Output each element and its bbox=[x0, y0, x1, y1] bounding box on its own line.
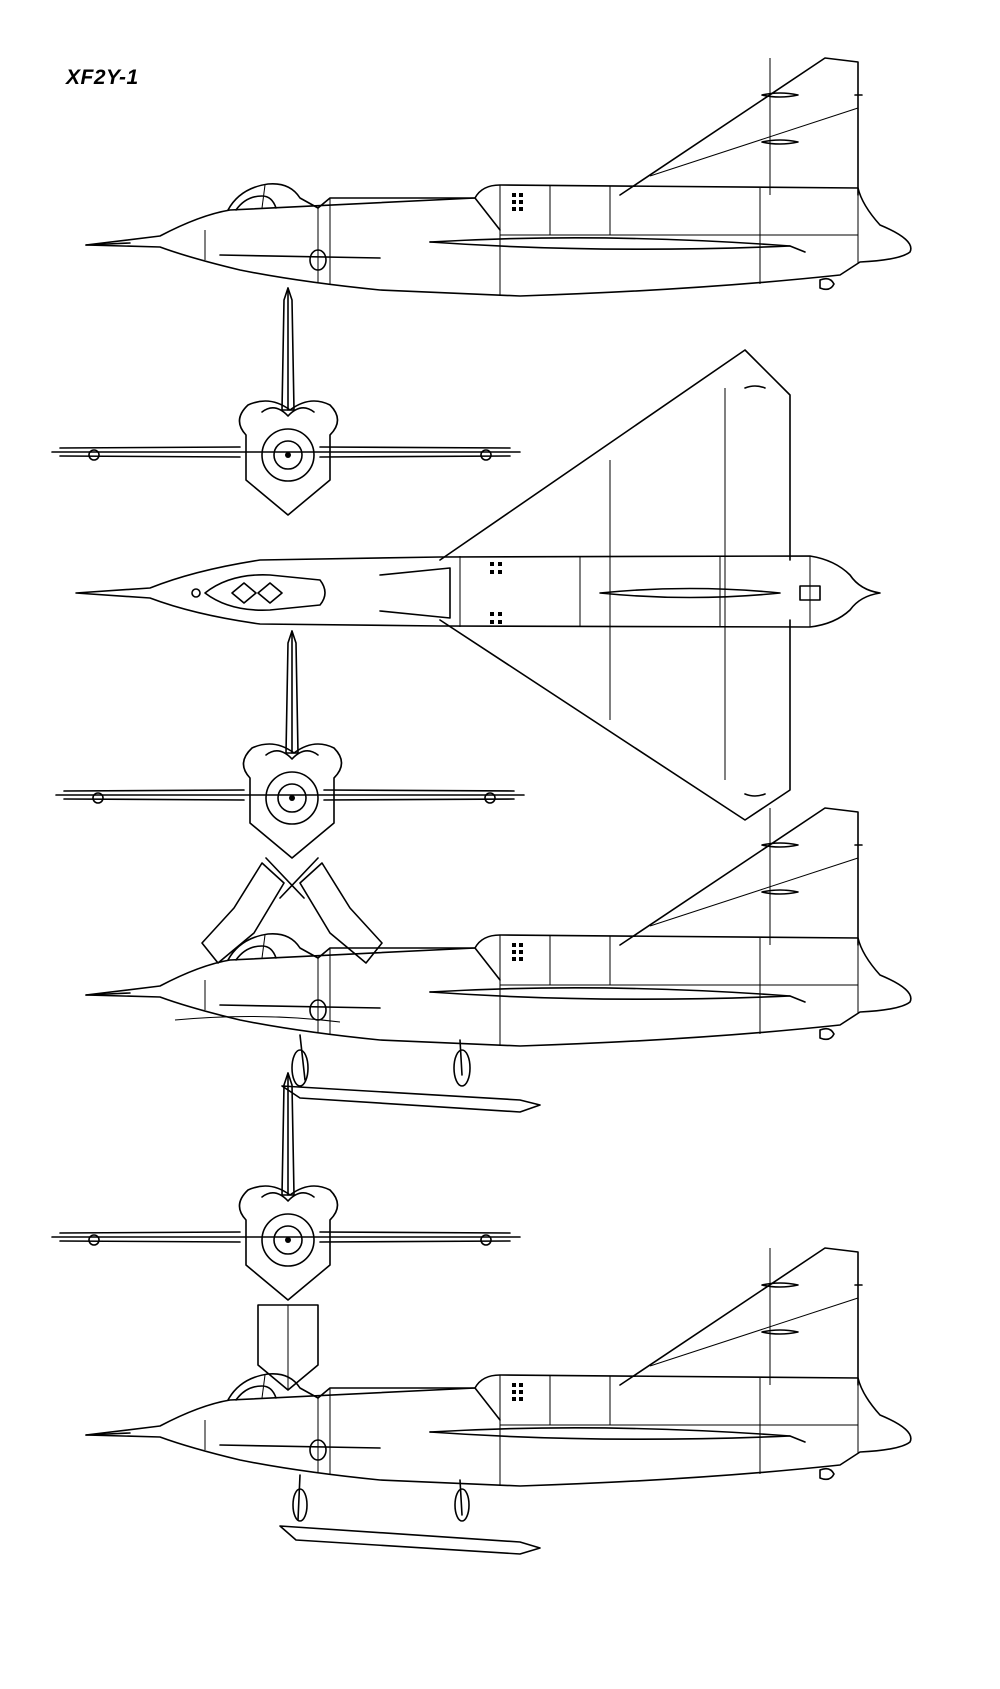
side-view-2 bbox=[85, 807, 912, 1113]
front-view-1 bbox=[51, 287, 521, 516]
side-view-3 bbox=[85, 1247, 912, 1555]
side-view-1 bbox=[85, 57, 912, 297]
front-view-2 bbox=[55, 630, 525, 964]
plan-view bbox=[75, 349, 881, 821]
aircraft-designation: XF2Y-1 bbox=[66, 66, 139, 89]
front-view-3 bbox=[51, 1072, 521, 1391]
